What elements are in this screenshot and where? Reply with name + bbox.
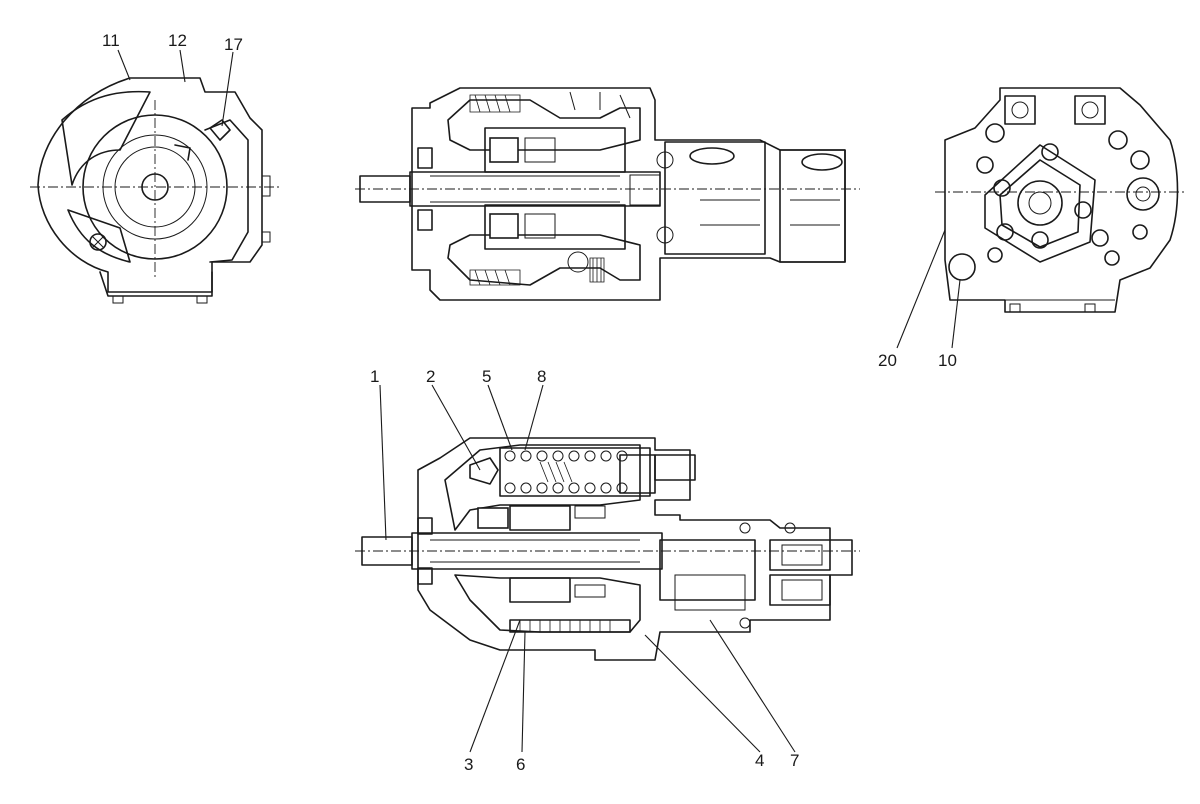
callout-4: 4 [755,751,764,770]
callout-5: 5 [482,367,491,386]
callout-10: 10 [938,351,957,370]
front-view [30,77,280,304]
callout-12: 12 [168,31,187,50]
rear-view [935,87,1185,313]
callout-labels: 11 12 17 20 10 1 2 5 8 3 6 4 7 [102,31,957,774]
callout-7: 7 [790,751,799,770]
callout-2: 2 [426,367,435,386]
callout-8: 8 [537,367,546,386]
callout-3: 3 [464,755,473,774]
callout-20: 20 [878,351,897,370]
callout-6: 6 [516,755,525,774]
callout-1: 1 [370,367,379,386]
leader-lines [117,49,961,753]
callout-17: 17 [224,35,243,54]
callout-11: 11 [102,31,120,50]
lower-section-view [355,437,860,661]
side-section-view [355,87,860,301]
